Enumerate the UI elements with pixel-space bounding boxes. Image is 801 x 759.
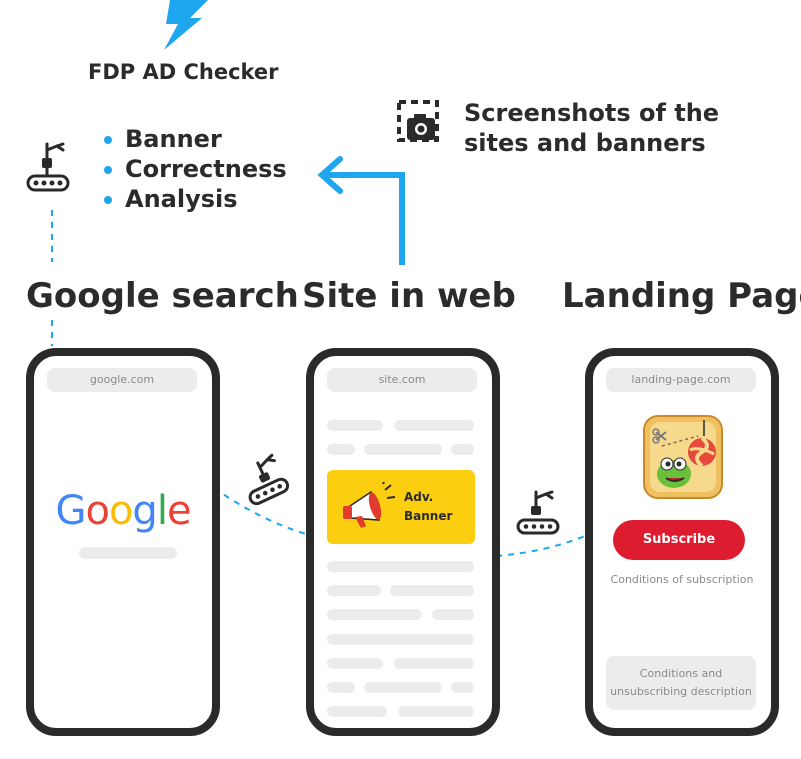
conditions-description-box: Conditions and unsubscribing description — [606, 656, 756, 710]
feature-item-banner: Banner — [100, 124, 287, 154]
screenshots-label: Screenshots of the sites and banners — [464, 99, 720, 157]
section-title-landing: Landing Page — [562, 276, 801, 316]
text-placeholder — [327, 658, 383, 669]
text-placeholder — [398, 706, 474, 717]
address-bar[interactable]: site.com — [327, 368, 477, 392]
conditions-box-line2: unsubscribing description — [610, 685, 752, 698]
feature-item-analysis: Analysis — [100, 184, 287, 214]
text-placeholder — [390, 585, 474, 596]
robot-arm-icon — [26, 142, 70, 192]
ad-banner-line2: Banner — [404, 509, 453, 523]
lightning-logo-icon — [164, 0, 208, 50]
app-title: FDP AD Checker — [88, 60, 279, 84]
section-title-google: Google search — [26, 276, 299, 316]
text-placeholder — [394, 658, 474, 669]
conditions-box-line1: Conditions and — [639, 667, 723, 680]
subscribe-button[interactable]: Subscribe — [613, 520, 745, 560]
section-title-site: Site in web — [302, 276, 516, 316]
checker-features-list: Banner Correctness Analysis — [100, 124, 287, 214]
text-placeholder — [327, 609, 422, 620]
robot-arm-icon — [516, 490, 560, 535]
ad-banner[interactable]: Adv. Banner — [327, 470, 475, 544]
text-placeholder — [394, 420, 474, 431]
text-placeholder — [364, 682, 442, 693]
game-icon — [643, 415, 723, 499]
conditions-of-subscription-link[interactable]: Conditions of subscription — [610, 573, 754, 586]
text-placeholder — [364, 444, 442, 455]
text-placeholder — [327, 561, 474, 572]
search-bar-placeholder[interactable] — [79, 547, 177, 559]
flow-arrow-icon — [317, 156, 405, 265]
text-placeholder — [327, 585, 381, 596]
address-bar[interactable]: landing-page.com — [606, 368, 756, 392]
phone-google: google.com Google — [26, 348, 220, 736]
feature-item-correctness: Correctness — [100, 154, 287, 184]
ad-banner-line1: Adv. — [404, 490, 434, 504]
phone-site: site.com Adv. Banner — [306, 348, 500, 736]
text-placeholder — [451, 682, 474, 693]
text-placeholder — [327, 634, 474, 645]
robot-arm-icon — [248, 453, 290, 506]
ad-banner-label: Adv. Banner — [404, 488, 470, 526]
text-placeholder — [327, 682, 355, 693]
phone-landing: landing-page.com Subscribe Conditions of… — [585, 348, 779, 736]
camera-screenshot-icon — [397, 100, 439, 142]
text-placeholder — [432, 609, 474, 620]
text-placeholder — [451, 444, 474, 455]
address-bar[interactable]: google.com — [47, 368, 197, 392]
text-placeholder — [327, 420, 383, 431]
text-placeholder — [327, 706, 387, 717]
text-placeholder — [327, 444, 355, 455]
google-logo: Google — [55, 488, 191, 534]
megaphone-icon — [343, 482, 396, 528]
